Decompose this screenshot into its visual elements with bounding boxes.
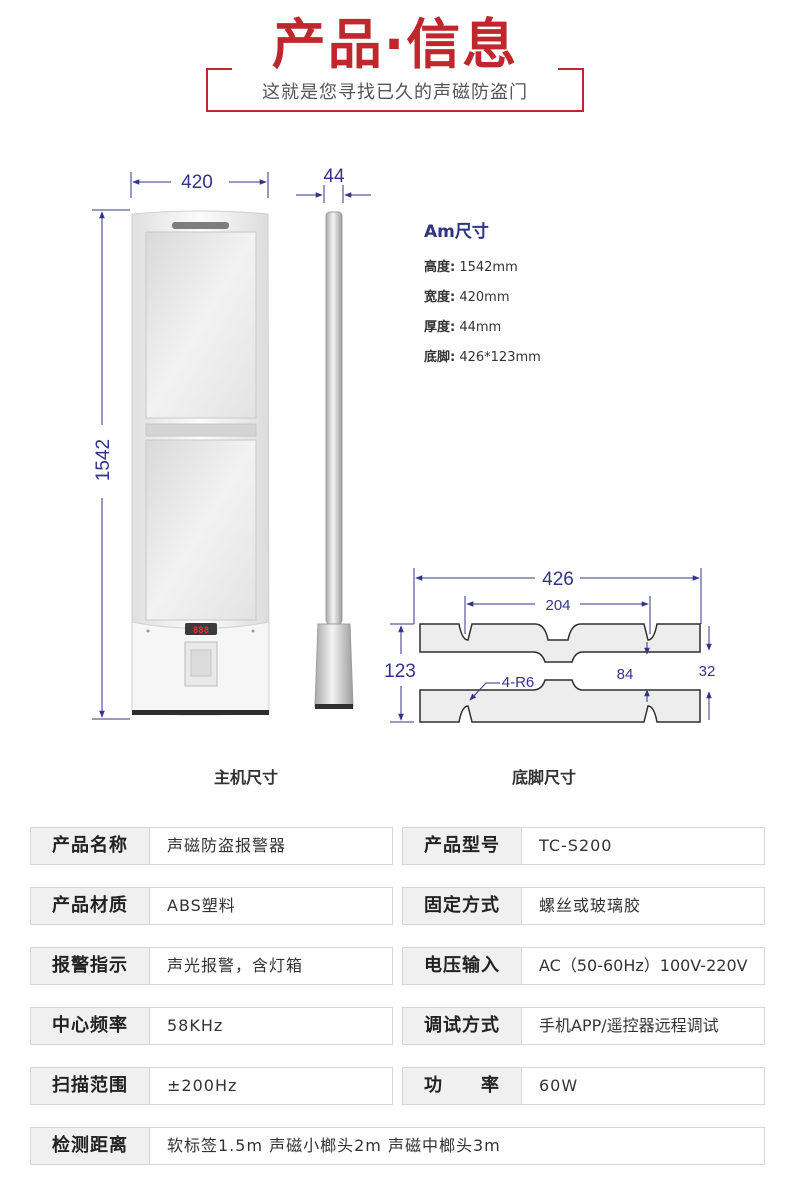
base-notch-label: 84	[617, 666, 634, 683]
page-title: 产品·信息	[271, 13, 519, 76]
base-caption: 底脚尺寸	[512, 768, 577, 787]
base-inner-dimension	[464, 596, 651, 634]
width-label: 420	[181, 172, 213, 193]
table-row-detection-range: 检测距离软标签1.5m 声磁小榔头2m 声磁中榔头3m	[30, 1127, 765, 1165]
base-inner-label: 204	[545, 597, 570, 614]
base-height-dimension	[390, 623, 414, 723]
base-length-dimension	[413, 568, 702, 624]
table-row-debug: 调试方式手机APP/遥控器远程调试	[402, 1007, 765, 1045]
dimension-diagram: 420 1542 44 888	[92, 166, 716, 723]
spec-row-width: 宽度: 420mm	[424, 290, 510, 305]
height-label: 1542	[93, 439, 114, 481]
main-unit-front: 888	[131, 210, 270, 716]
led-display: 888	[193, 626, 209, 636]
base-radius-label: 4-R6	[502, 674, 535, 691]
spec-row-height: 高度: 1542mm	[424, 260, 518, 275]
specs-title: Am尺寸	[424, 222, 489, 242]
base-length-label: 426	[542, 569, 574, 590]
specs-list: 高度: 1542mm 宽度: 420mm 厚度: 44mm 底脚: 426*12…	[424, 256, 541, 376]
width-dimension	[130, 172, 269, 198]
subtitle-frame: 这就是您寻找已久的声磁防盗门	[206, 68, 584, 112]
table-row-alarm: 报警指示声光报警，含灯箱	[30, 947, 393, 985]
main-unit-side	[314, 211, 354, 709]
table-row-product-name: 产品名称声磁防盗报警器	[30, 827, 393, 865]
base-height-label: 123	[384, 661, 416, 682]
depth-dimension	[296, 185, 371, 203]
main-unit-caption: 主机尺寸	[214, 768, 279, 787]
depth-label: 44	[323, 166, 345, 187]
height-dimension	[92, 209, 130, 720]
table-row-scan-range: 扫描范围±200Hz	[30, 1067, 393, 1105]
page-subtitle: 这就是您寻找已久的声磁防盗门	[262, 82, 528, 103]
table-row-mounting: 固定方式螺丝或玻璃胶	[402, 887, 765, 925]
base-part	[419, 623, 701, 723]
radius-leader	[469, 682, 500, 701]
spec-row-depth: 厚度: 44mm	[424, 320, 502, 335]
spec-row-base: 底脚: 426*123mm	[424, 350, 541, 365]
base-side-label: 32	[699, 663, 716, 680]
